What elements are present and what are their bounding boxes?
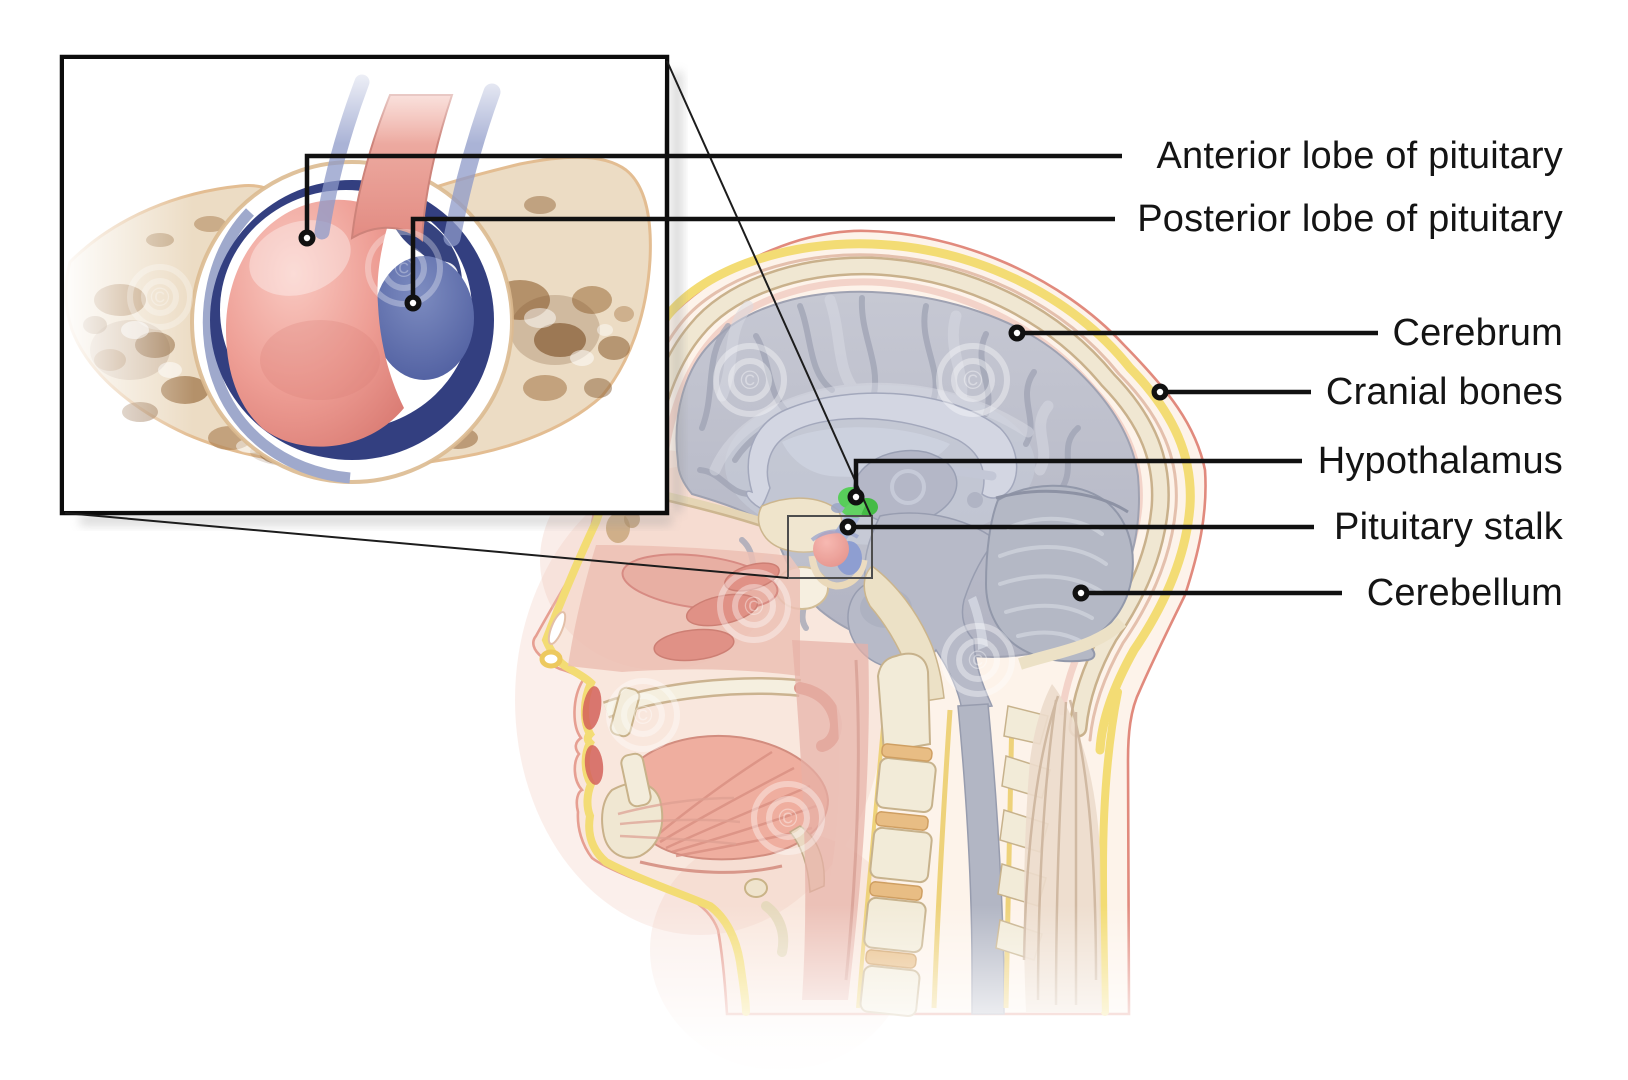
leader-dots [298,229,1169,602]
copyright-watermark-icon: © [633,700,652,730]
copyright-watermark-icon: © [740,365,759,395]
leader-anterior-lobe [304,153,1122,238]
watermarks: © © © © © © [606,343,1015,855]
label-cerebrum: Cerebrum [1392,312,1563,354]
copyright-watermark-icon: © [744,591,763,621]
label-anterior-lobe-of-pituitary: Anterior lobe of pituitary [1156,135,1563,177]
head-illustration: © © © © © © [480,229,1240,1080]
pituitary-region [808,487,878,590]
label-pituitary-stalk: Pituitary stalk [1334,506,1563,548]
label-cranial-bones: Cranial bones [1325,371,1563,413]
anterior-lobe-in-head [813,531,849,567]
copyright-watermark-icon: © [394,253,413,283]
label-posterior-lobe-of-pituitary: Posterior lobe of pituitary [1137,198,1563,240]
copyright-watermark-icon: © [963,365,982,395]
zoom-connector-lines [64,60,872,579]
leader-posterior-lobe [410,216,1115,303]
label-hypothalamus: Hypothalamus [1317,440,1563,482]
cerebellum-shape [984,484,1134,663]
inset-illustration: © © [64,59,665,511]
inset-anterior-lobe [226,199,404,447]
inset-box: © © [59,54,682,525]
leader-lines [304,153,1378,596]
inset-posterior-lobe [374,256,474,380]
label-cerebellum: Cerebellum [1366,572,1563,614]
copyright-watermark-icon: © [968,645,987,675]
nasal-cavity [568,545,800,676]
corpus-callosum [745,392,1018,509]
copyright-watermark-icon: © [778,803,797,833]
leader-hypothalamus [853,458,1302,497]
